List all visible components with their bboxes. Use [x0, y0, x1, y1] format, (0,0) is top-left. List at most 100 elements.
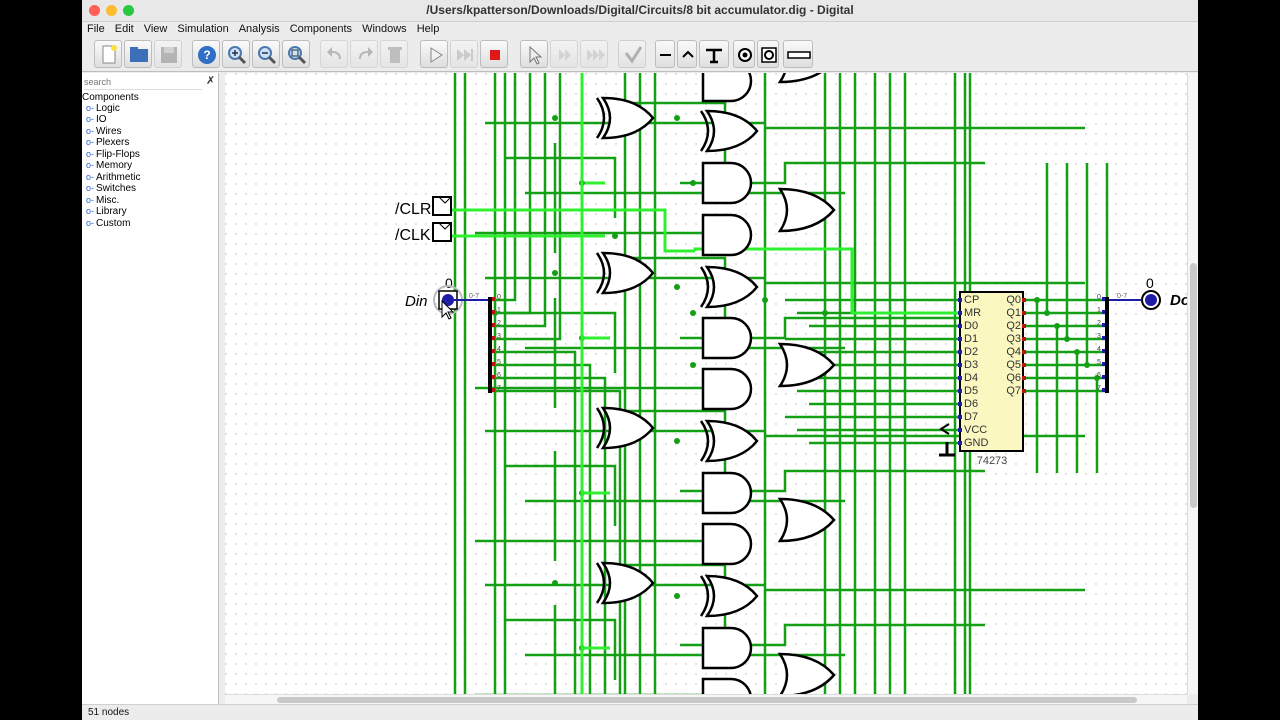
or-gate[interactable]: [777, 342, 836, 388]
chip-pin-marker: [1022, 376, 1026, 380]
xor-gate[interactable]: [699, 574, 759, 618]
tree-item-logic[interactable]: o-Logic: [86, 103, 120, 114]
window-title: /Users/kpatterson/Downloads/Digital/Circ…: [426, 3, 854, 17]
step-button[interactable]: [450, 40, 478, 68]
wire-bit-low-button[interactable]: [655, 40, 675, 68]
tree-item-memory[interactable]: o-Memory: [86, 160, 133, 171]
din-input[interactable]: Din 0 0-7: [405, 275, 479, 315]
play-icon: [430, 47, 443, 63]
horizontal-scrollbar[interactable]: [225, 694, 1187, 705]
input-splitter: [488, 297, 492, 393]
wire-bit-high-button[interactable]: [677, 40, 697, 68]
search-input[interactable]: [84, 75, 202, 90]
chip-pin-q2: Q2: [1006, 320, 1021, 332]
run-simulation-button[interactable]: [420, 40, 448, 68]
zoom-out-button[interactable]: [252, 40, 280, 68]
and-gate[interactable]: [701, 471, 753, 515]
tree-item-wires[interactable]: o-Wires: [86, 126, 122, 137]
undo-button[interactable]: [320, 40, 348, 68]
chip-pin-marker: [1022, 337, 1026, 341]
tree-item-custom[interactable]: o-Custom: [86, 218, 131, 229]
tree-root-components[interactable]: Components: [82, 92, 139, 103]
xor-gate[interactable]: [699, 265, 759, 309]
xor-gate[interactable]: [595, 96, 655, 140]
minimize-window-button[interactable]: [106, 5, 117, 16]
delete-button[interactable]: [380, 40, 408, 68]
xor-gate[interactable]: [699, 419, 759, 463]
redo-button[interactable]: [350, 40, 378, 68]
circuit-drawing[interactable]: /CLR /CLK Din 0 0-7 74273 CP: [225, 73, 1187, 694]
xor-gate[interactable]: [595, 406, 655, 450]
open-file-button[interactable]: [124, 40, 152, 68]
tree-item-arithmetic[interactable]: o-Arithmetic: [86, 172, 141, 183]
xor-gate[interactable]: [595, 561, 655, 605]
menu-simulation[interactable]: Simulation: [177, 23, 229, 35]
close-window-button[interactable]: [89, 5, 100, 16]
toolbar: ?: [82, 37, 1198, 72]
fast-forward-icon: [457, 49, 473, 61]
or-gate[interactable]: [777, 652, 836, 694]
status-bar: 51 nodes: [82, 704, 1198, 720]
wire-junction: [552, 580, 558, 586]
menu-help[interactable]: Help: [416, 23, 440, 35]
menu-analysis[interactable]: Analysis: [238, 23, 280, 35]
zoom-in-icon: [228, 46, 247, 65]
clr-input[interactable]: /CLR: [395, 196, 452, 218]
and-gate[interactable]: [701, 677, 752, 694]
and-gate[interactable]: [701, 73, 753, 103]
tree-item-plexers[interactable]: o-Plexers: [86, 137, 130, 148]
tree-item-flip-flops[interactable]: o-Flip-Flops: [86, 149, 140, 160]
clk-input[interactable]: /CLK: [395, 222, 452, 244]
tunnel-button[interactable]: [699, 40, 729, 68]
fast-run-icon: [587, 49, 605, 61]
or-gate[interactable]: [777, 497, 836, 543]
wire-junction: [690, 180, 696, 186]
zoom-fit-button[interactable]: [282, 40, 310, 68]
zoom-window-button[interactable]: [123, 5, 134, 16]
vertical-scroll-thumb[interactable]: [1190, 263, 1197, 508]
tree-item-io[interactable]: o-IO: [86, 114, 107, 125]
or-gate[interactable]: [777, 187, 836, 233]
splitter-bit-label: 0: [497, 294, 501, 301]
splitter-pin: [492, 349, 495, 353]
help-button[interactable]: ?: [192, 40, 220, 68]
circuit-canvas[interactable]: /CLR /CLK Din 0 0-7 74273 CP: [225, 73, 1187, 694]
tree-item-misc[interactable]: o-Misc.: [86, 195, 120, 206]
step-gate-button[interactable]: [550, 40, 578, 68]
menu-windows[interactable]: Windows: [362, 23, 407, 35]
menu-view[interactable]: View: [143, 23, 168, 35]
horizontal-scroll-thumb[interactable]: [277, 697, 1137, 703]
tree-item-library[interactable]: o-Library: [86, 206, 127, 217]
new-file-button[interactable]: [94, 40, 122, 68]
and-gate[interactable]: [701, 367, 753, 411]
xor-gate[interactable]: [699, 109, 759, 153]
zoom-in-button[interactable]: [222, 40, 250, 68]
and-gate[interactable]: [701, 522, 753, 566]
splitter-pin: [1102, 362, 1105, 366]
and-gate[interactable]: [701, 626, 753, 670]
or-gate[interactable]: [777, 73, 834, 84]
save-file-button[interactable]: [154, 40, 182, 68]
splitter-bit-label: 6: [497, 372, 501, 379]
and-gate[interactable]: [701, 316, 753, 360]
xor-gate[interactable]: [595, 251, 655, 295]
fast-run-button[interactable]: [580, 40, 608, 68]
and-gate[interactable]: [701, 213, 753, 257]
and-gate[interactable]: [701, 161, 753, 205]
ring-button[interactable]: [757, 40, 779, 68]
clear-search-icon[interactable]: ✗: [206, 75, 216, 87]
menu-file[interactable]: File: [87, 23, 105, 35]
stop-simulation-button[interactable]: [480, 40, 508, 68]
select-button[interactable]: [520, 40, 548, 68]
probe-button[interactable]: [733, 40, 755, 68]
wire: [492, 376, 607, 694]
menu-components[interactable]: Components: [289, 23, 353, 35]
analyse-button[interactable]: [618, 40, 646, 68]
bus-button[interactable]: [783, 40, 813, 68]
chip-74273[interactable]: 74273: [959, 291, 1024, 467]
splitter-bit-label: 1: [497, 307, 501, 314]
tree-item-switches[interactable]: o-Switches: [86, 183, 137, 194]
vertical-scrollbar[interactable]: [1187, 73, 1198, 694]
step-gate-icon: [559, 49, 571, 61]
menu-edit[interactable]: Edit: [114, 23, 134, 35]
